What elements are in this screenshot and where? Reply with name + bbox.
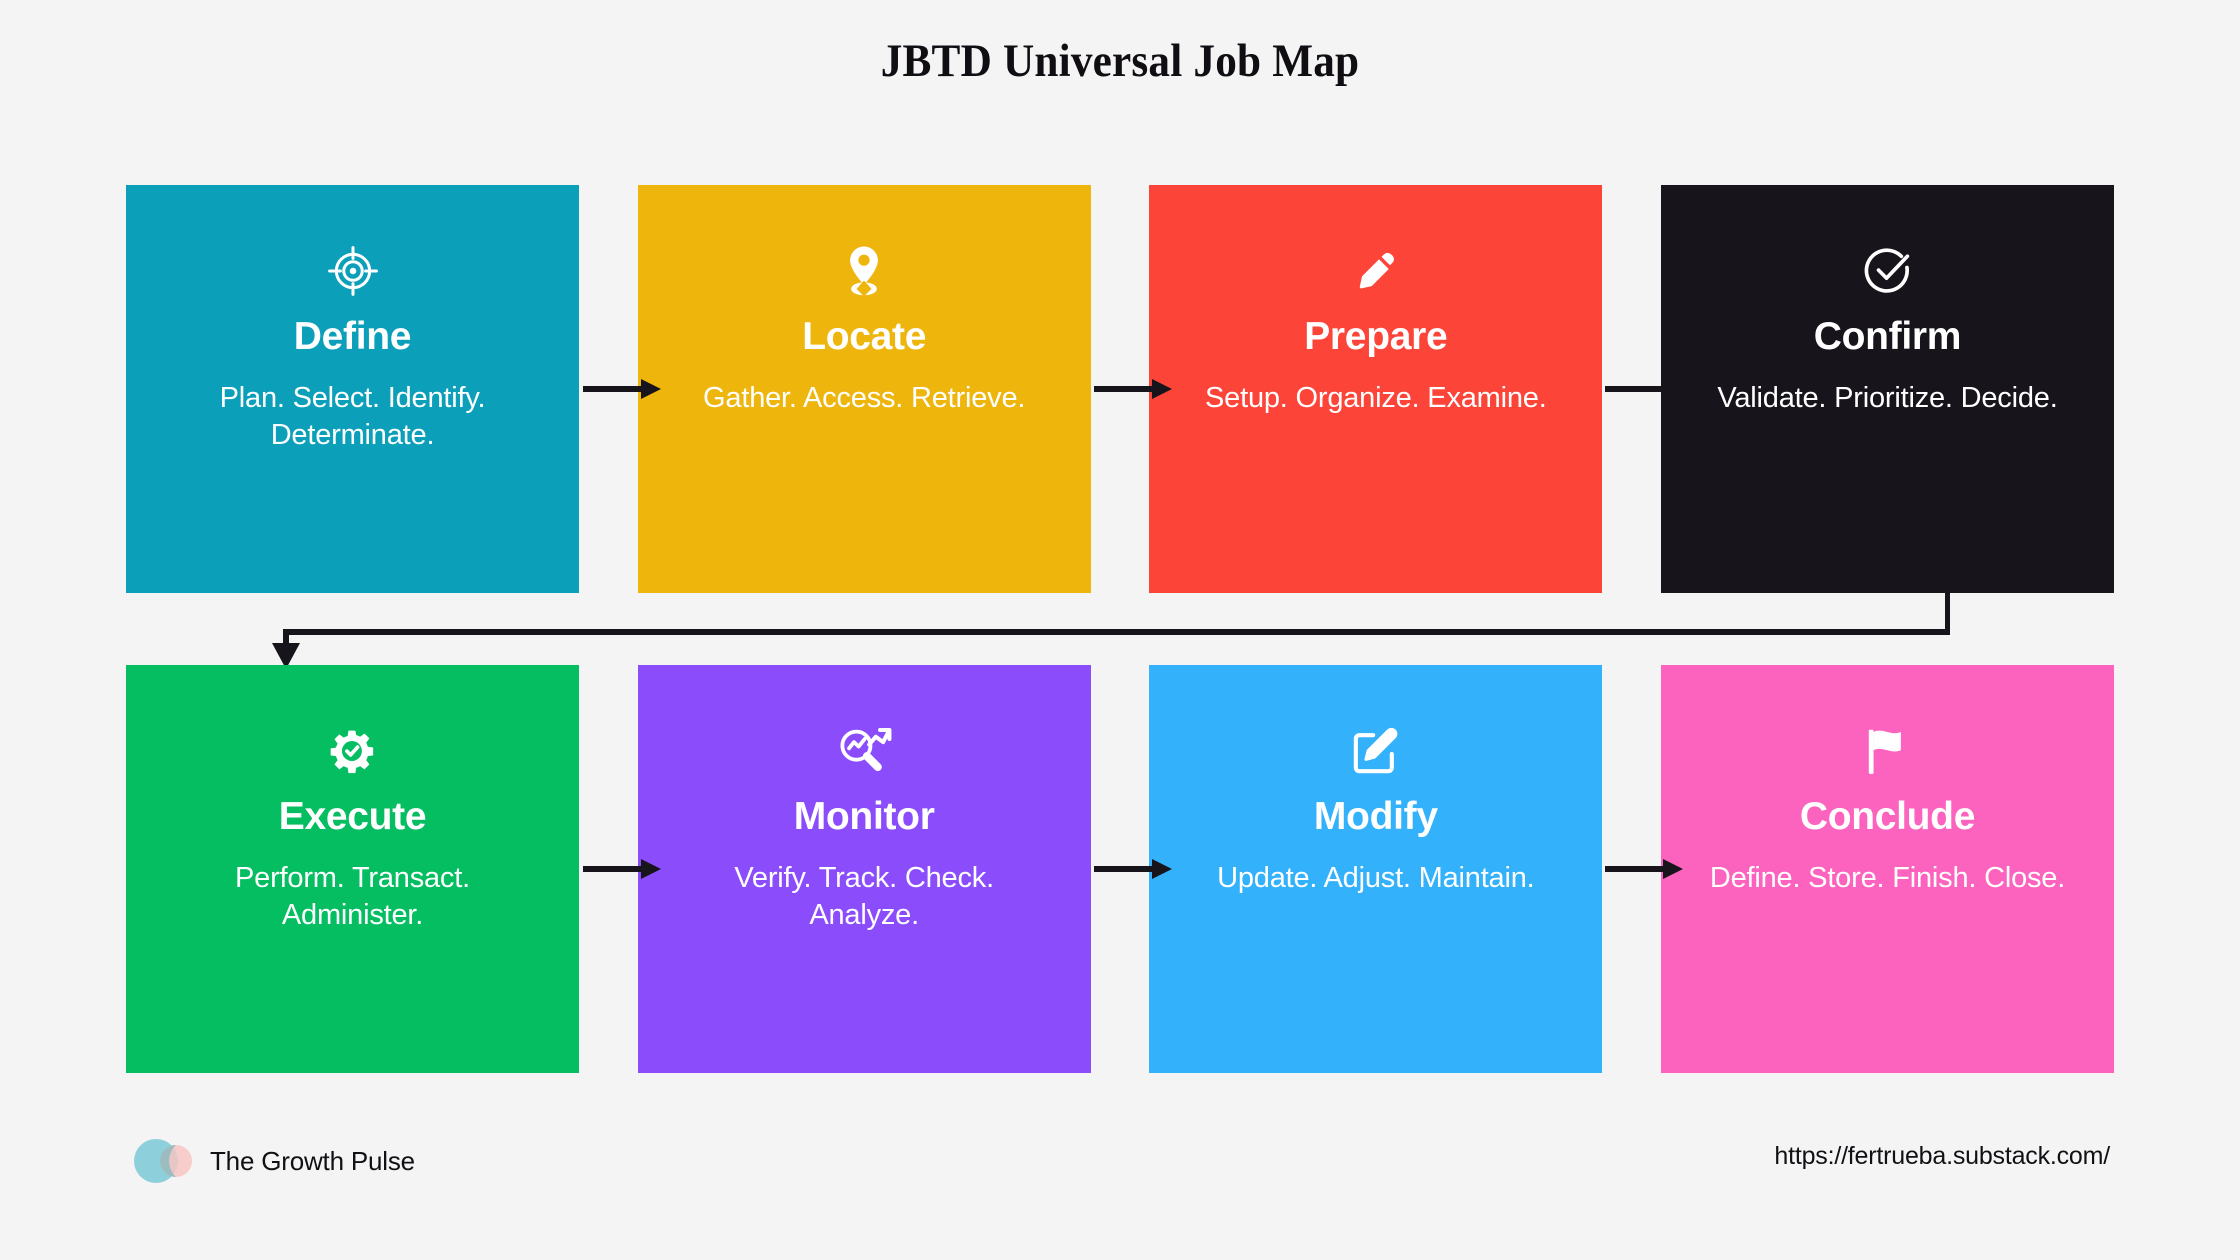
- stage-card-modify[interactable]: Modify Update. Adjust. Maintain.: [1149, 665, 1603, 1073]
- flag-icon: [1863, 719, 1911, 783]
- map-pin-icon: [839, 239, 889, 303]
- stage-card-monitor[interactable]: Monitor Verify. Track. Check. Analyze.: [637, 665, 1091, 1073]
- footer-url[interactable]: https://fertrueba.substack.com/: [1774, 1142, 2110, 1170]
- stage-title: Modify: [1313, 795, 1438, 838]
- stage-title: Monitor: [793, 795, 935, 838]
- stage-description: Perform. Transact. Administer.: [235, 862, 470, 932]
- stage-title: Execute: [278, 795, 427, 838]
- stage-card-conclude[interactable]: Conclude Define. Store. Finish. Close.: [1660, 665, 2114, 1073]
- stage-description: Update. Adjust. Maintain.: [1217, 862, 1535, 894]
- stage-title: Locate: [802, 315, 927, 358]
- stage-title: Prepare: [1304, 315, 1448, 358]
- magnifier-trend-icon: [835, 719, 893, 783]
- footer-brand: The Growth Pulse: [133, 1136, 415, 1186]
- stage-card-locate[interactable]: Locate Gather. Access. Retrieve.: [637, 185, 1091, 593]
- stage-card-execute[interactable]: Execute Perform. Transact. Administer.: [126, 665, 579, 1073]
- gear-check-icon: [327, 719, 379, 783]
- stage-description: Verify. Track. Check. Analyze.: [734, 862, 994, 932]
- edit-square-icon: [1350, 719, 1402, 783]
- brand-name: The Growth Pulse: [210, 1145, 415, 1176]
- stage-card-define[interactable]: Define Plan. Select. Identify. Determina…: [126, 185, 579, 593]
- stage-title: Define: [293, 315, 412, 358]
- stage-description: Gather. Access. Retrieve.: [703, 382, 1026, 414]
- stage-row-bottom: Execute Perform. Transact. Administer. M…: [126, 665, 2114, 1073]
- arrow-confirm-to-execute-wrap: [250, 585, 1950, 675]
- stage-description: Validate. Prioritize. Decide.: [1717, 382, 2058, 414]
- stage-description: Plan. Select. Identify. Determinate.: [219, 382, 486, 452]
- stage-card-confirm[interactable]: Confirm Validate. Prioritize. Decide.: [1660, 185, 2114, 593]
- check-circle-icon: [1861, 239, 1913, 303]
- stage-description: Setup. Organize. Examine.: [1205, 382, 1547, 414]
- stage-row-top: Define Plan. Select. Identify. Determina…: [126, 185, 2114, 593]
- stage-title: Conclude: [1799, 795, 1976, 838]
- stage-title: Confirm: [1813, 315, 1962, 358]
- stage-description: Define. Store. Finish. Close.: [1709, 862, 2066, 894]
- target-crosshair-icon: [326, 239, 380, 303]
- pencil-icon: [1353, 239, 1399, 303]
- two-overlapping-circles-logo: [133, 1136, 197, 1186]
- stage-card-prepare[interactable]: Prepare Setup. Organize. Examine.: [1149, 185, 1603, 593]
- page-title: JBTD Universal Job Map: [880, 35, 1360, 87]
